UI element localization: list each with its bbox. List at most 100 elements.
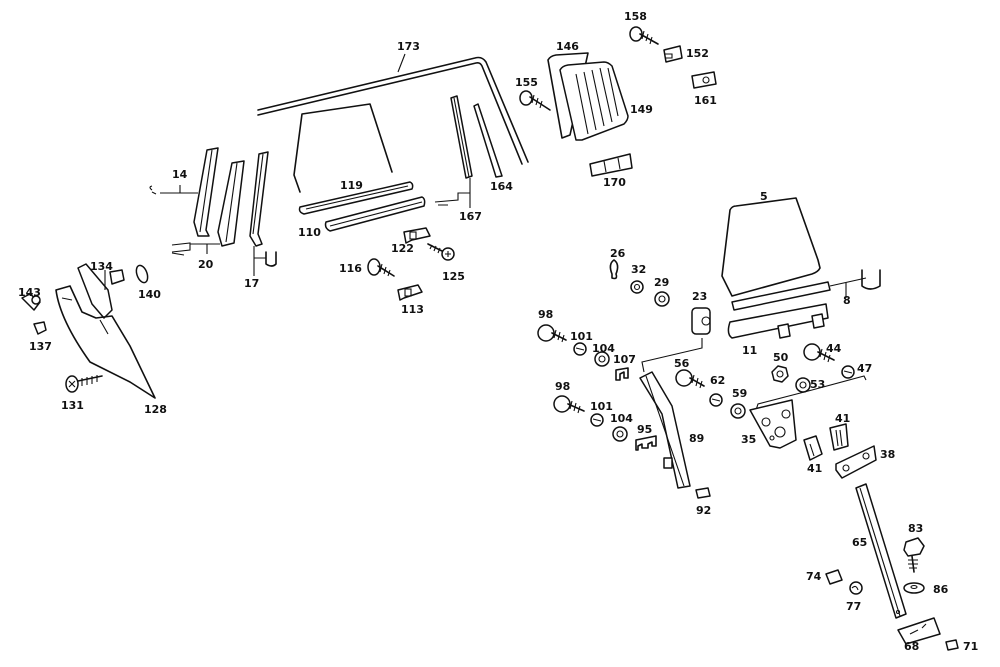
part-65-guide-bar: [855, 483, 907, 619]
part-68-bracket: [897, 617, 941, 645]
label-68: 68: [904, 640, 919, 653]
label-92: 92: [696, 504, 711, 517]
part-41-buffer-b: [829, 423, 849, 451]
part-50-nut: [771, 365, 789, 383]
part-143-clip: [21, 293, 41, 311]
label-41-a: 41: [807, 462, 822, 475]
label-119: 119: [340, 179, 363, 192]
label-41-b: 41: [835, 412, 850, 425]
part-53-washer: [795, 377, 811, 393]
part-152-clip: [663, 45, 683, 63]
part-86-washer: [903, 582, 925, 594]
label-152: 152: [686, 47, 709, 60]
part-44-bolt: [803, 343, 835, 363]
part-11-channel: [727, 303, 829, 339]
label-86: 86: [933, 583, 949, 596]
callout-labels: 173 146 149 155 158 152 161 170 14 20 17…: [18, 10, 978, 653]
part-119-strip: [298, 181, 414, 215]
part-107-clip: [615, 367, 629, 381]
part-38-bracket: [835, 445, 877, 479]
label-59: 59: [732, 387, 747, 400]
part-8-channel: [731, 269, 881, 311]
part-116-screw: [367, 258, 395, 277]
label-161: 161: [694, 94, 717, 107]
label-149: 149: [630, 103, 653, 116]
part-98-bolt-b: [553, 395, 585, 414]
label-137: 137: [29, 340, 52, 353]
label-122: 122: [391, 242, 414, 255]
label-56: 56: [674, 357, 690, 370]
label-32: 32: [631, 263, 646, 276]
label-50: 50: [773, 351, 789, 364]
label-77: 77: [846, 600, 861, 613]
part-173-frame: [257, 53, 529, 165]
label-74: 74: [806, 570, 822, 583]
label-95: 95: [637, 423, 652, 436]
label-65: 65: [852, 536, 867, 549]
part-29-washer: [654, 291, 670, 307]
label-101-a: 101: [570, 330, 593, 343]
part-122-clip: [403, 227, 431, 244]
part-149-frame: [559, 61, 629, 141]
label-140: 140: [138, 288, 161, 301]
label-164: 164: [490, 180, 513, 193]
part-32-bushing: [630, 280, 644, 294]
part-77-bushing: [849, 581, 863, 595]
label-23: 23: [692, 290, 707, 303]
part-104-washer-a: [594, 351, 610, 367]
part-20-rail: [171, 160, 245, 256]
part-71-pin: [945, 639, 959, 651]
label-29: 29: [654, 276, 669, 289]
part-170-bracket: [589, 153, 633, 177]
part-74-clip: [825, 569, 843, 585]
label-26: 26: [610, 247, 626, 260]
label-125: 125: [442, 270, 465, 283]
part-83-screw: [903, 537, 925, 573]
part-41-buffer-a: [803, 435, 823, 461]
label-17: 17: [244, 277, 259, 290]
part-104-washer-b: [612, 426, 628, 442]
label-44: 44: [826, 342, 842, 355]
part-5-window-glass: [721, 197, 821, 297]
label-104-a: 104: [592, 342, 615, 355]
label-8: 8: [843, 294, 851, 307]
label-116: 116: [339, 262, 362, 275]
part-95-shim: [635, 435, 657, 451]
part-101-lockwasher-b: [590, 413, 604, 427]
label-89: 89: [689, 432, 704, 445]
label-47: 47: [857, 362, 872, 375]
part-window-glass-left: [293, 103, 393, 193]
part-134-bracket: [77, 263, 125, 319]
part-164-seal: [473, 103, 503, 178]
part-155-screw: [519, 90, 551, 111]
part-101-lockwasher-a: [573, 342, 587, 356]
label-173: 173: [397, 40, 420, 53]
part-14-rail: [149, 147, 219, 237]
label-143: 143: [18, 286, 41, 299]
part-98-bolt-a: [537, 324, 567, 343]
label-5: 5: [760, 190, 768, 203]
part-158-screw: [629, 26, 659, 45]
label-98-b: 98: [555, 380, 570, 393]
part-17-rail: [249, 151, 277, 276]
part-47-lockwasher: [841, 365, 855, 379]
part-59-washer: [730, 403, 746, 419]
label-62: 62: [710, 374, 725, 387]
part-161-clip-nut: [691, 71, 717, 89]
label-134: 134: [90, 260, 113, 273]
label-167: 167: [459, 210, 482, 223]
label-110: 110: [298, 226, 321, 239]
part-62-lockwasher: [709, 393, 723, 407]
label-131: 131: [61, 399, 84, 412]
label-38: 38: [880, 448, 895, 461]
label-146: 146: [556, 40, 579, 53]
label-104-b: 104: [610, 412, 633, 425]
part-128-trim-panel: [55, 285, 156, 399]
label-170: 170: [603, 176, 626, 189]
label-53: 53: [810, 378, 825, 391]
part-137-plug: [33, 321, 47, 335]
label-35: 35: [741, 433, 756, 446]
part-35-mounting-plate: [749, 399, 797, 449]
label-113: 113: [401, 303, 424, 316]
